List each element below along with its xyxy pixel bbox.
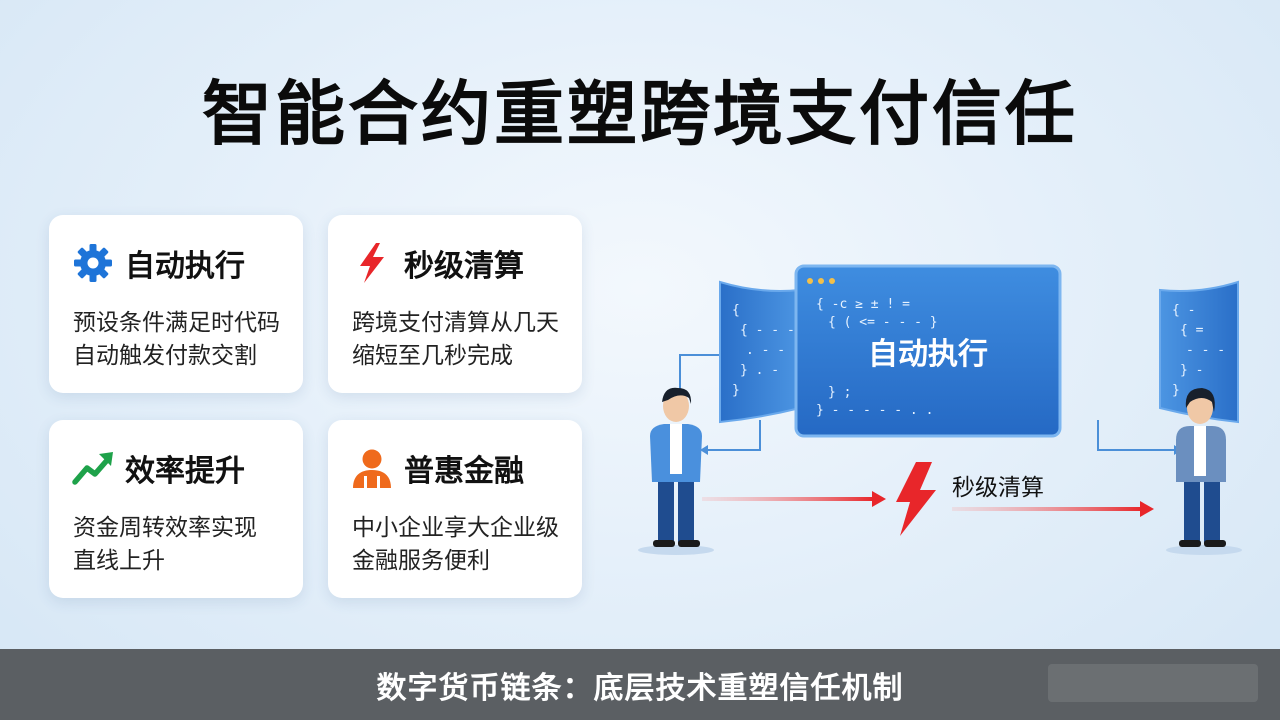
- sender-person: [638, 387, 714, 555]
- svg-text:} . -: } . -: [740, 363, 779, 378]
- card-line: 直线上升: [73, 548, 165, 574]
- card-description: 预设条件满足时代码 自动触发付款交割: [73, 307, 293, 373]
- svg-text:} ;: } ;: [828, 385, 851, 400]
- lightning-icon: [896, 462, 936, 536]
- settlement-arrow-right: [952, 501, 1154, 517]
- settlement-arrow-left: [702, 491, 886, 507]
- footer-caption: 数字货币链条：底层技术重塑信任机制: [376, 670, 904, 706]
- card-line: 自动触发付款交割: [73, 343, 257, 369]
- svg-text:{ =: { =: [1180, 323, 1204, 338]
- card-title: 秒级清算: [404, 249, 524, 284]
- receiver-person: [1166, 388, 1242, 555]
- card-line: 金融服务便利: [352, 548, 490, 574]
- card-header: 普惠金融: [350, 446, 524, 490]
- svg-text:}: }: [1172, 383, 1180, 398]
- card-header: 秒级清算: [350, 241, 524, 285]
- gear-icon: [71, 241, 115, 285]
- lightning-icon: [350, 241, 394, 285]
- trend-up-icon: [71, 446, 115, 490]
- card-description: 资金周转效率实现 直线上升: [73, 512, 293, 578]
- page-title: 智能合约重塑跨境支付信任: [202, 73, 1078, 155]
- right-code-panel: { - { = - - - } - }: [1159, 280, 1239, 424]
- card-title: 效率提升: [125, 454, 245, 489]
- svg-text:- - -: - - -: [1186, 343, 1225, 358]
- card-title: 普惠金融: [404, 454, 524, 489]
- card-efficiency: 效率提升 资金周转效率实现 直线上升: [49, 420, 303, 598]
- card-instant-settlement: 秒级清算 跨境支付清算从几天 缩短至几秒完成: [328, 215, 582, 393]
- footer-banner: 数字货币链条：底层技术重塑信任机制: [0, 649, 1280, 720]
- card-line: 缩短至几秒完成: [352, 343, 513, 369]
- person-icon: [350, 446, 394, 490]
- card-header: 自动执行: [71, 241, 245, 285]
- card-line: 资金周转效率实现: [73, 515, 257, 541]
- screen-label: 自动执行: [868, 337, 988, 372]
- left-code-panel: { { - - - . - - - } . - }: [719, 280, 801, 424]
- card-inclusive-finance: 普惠金融 中小企业享大企业级 金融服务便利: [328, 420, 582, 598]
- svg-text:} - - - - - . .: } - - - - - . .: [816, 403, 933, 418]
- card-header: 效率提升: [71, 446, 245, 490]
- svg-text:{ ( <= - - - }: { ( <= - - - }: [828, 315, 938, 330]
- card-description: 跨境支付清算从几天 缩短至几秒完成: [352, 307, 572, 373]
- svg-text:{ - - -: { - - -: [740, 323, 795, 338]
- svg-text:}: }: [732, 383, 740, 398]
- card-description: 中小企业享大企业级 金融服务便利: [352, 512, 572, 578]
- svg-text:{ -: { -: [1172, 303, 1195, 318]
- watermark: [1048, 664, 1258, 702]
- card-title: 自动执行: [125, 249, 245, 284]
- card-line: 预设条件满足时代码: [73, 310, 280, 336]
- card-line: 跨境支付清算从几天: [352, 310, 559, 336]
- card-line: 中小企业享大企业级: [352, 515, 559, 541]
- svg-text:{ -c ≥ ± ! =: { -c ≥ ± ! =: [816, 297, 910, 312]
- svg-text:} -: } -: [1180, 363, 1203, 378]
- svg-text:. - - -: . - - -: [746, 343, 801, 358]
- card-auto-execute: 自动执行 预设条件满足时代码 自动触发付款交割: [49, 215, 303, 393]
- main-screen: { -c ≥ ± ! = { ( <= - - - } } ; } - - - …: [794, 264, 1062, 438]
- settle-label: 秒级清算: [952, 475, 1044, 501]
- svg-text:{: {: [732, 303, 740, 318]
- smart-contract-illustration: { { - - - . - - - } . - } { - { = - - - …: [620, 250, 1260, 570]
